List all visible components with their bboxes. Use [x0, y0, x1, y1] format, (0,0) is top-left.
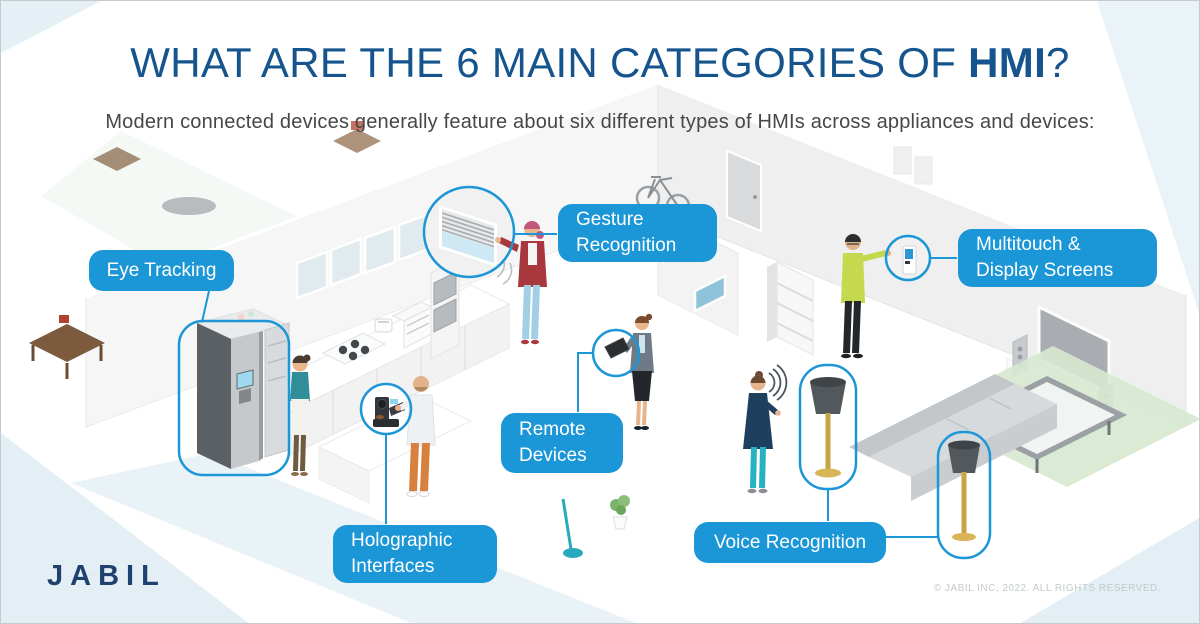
highlight-window-blinds: [422, 185, 516, 279]
smart-floor-lamp-left: [810, 377, 846, 478]
couch: [849, 374, 1057, 501]
cooktop: [321, 332, 387, 365]
side-table: [29, 315, 105, 379]
shelving-unit: [767, 261, 814, 356]
upper-floor-furniture: [93, 121, 933, 215]
wall-touch-panel: [886, 236, 930, 280]
door: [726, 149, 762, 233]
person-holographic-man: [395, 376, 436, 497]
highlight-refrigerator: [177, 319, 291, 477]
callout-multitouch-display-screens: Multitouch & Display Screens: [958, 229, 1157, 287]
person-kitchen-woman: [290, 354, 311, 476]
handheld-tablet: [604, 337, 630, 359]
potted-plant: [610, 495, 630, 530]
callout-remote-devices: Remote Devices: [501, 413, 623, 473]
double-oven: [430, 258, 460, 360]
callout-voice-recognition: Voice Recognition: [694, 522, 886, 563]
holographic-display: [390, 399, 398, 404]
copyright-text: © JABIL INC, 2022. ALL RIGHTS RESERVED.: [933, 583, 1161, 594]
sound-waves-icon: [768, 364, 788, 401]
callout-eye-tracking: Eye Tracking: [89, 250, 234, 291]
hallway-screen: [693, 273, 727, 314]
jabil-logo-swoosh-icon: [69, 564, 145, 579]
person-voice-woman: [743, 364, 788, 494]
highlight-lamp-right: [936, 430, 992, 560]
jabil-logo: JABIL: [47, 557, 207, 595]
refrigerator: [195, 308, 290, 469]
callout-gesture-recognition: Gesture Recognition: [558, 204, 717, 262]
callout-holographic-interfaces: Holographic Interfaces: [333, 525, 497, 583]
jabil-logo-text: JABIL: [47, 560, 166, 592]
window-blinds: [424, 187, 514, 277]
vacuum-cleaner: [561, 498, 583, 558]
page-title: WHAT ARE THE 6 MAIN CATEGORIES OF HMI?: [130, 39, 1070, 86]
toaster: [374, 318, 393, 333]
callout-connectors: [201, 233, 957, 538]
smart-floor-lamp-right: [948, 440, 980, 541]
fridge-dispenser-screen: [236, 369, 254, 390]
page-subtitle: Modern connected devices generally featu…: [105, 111, 1095, 133]
